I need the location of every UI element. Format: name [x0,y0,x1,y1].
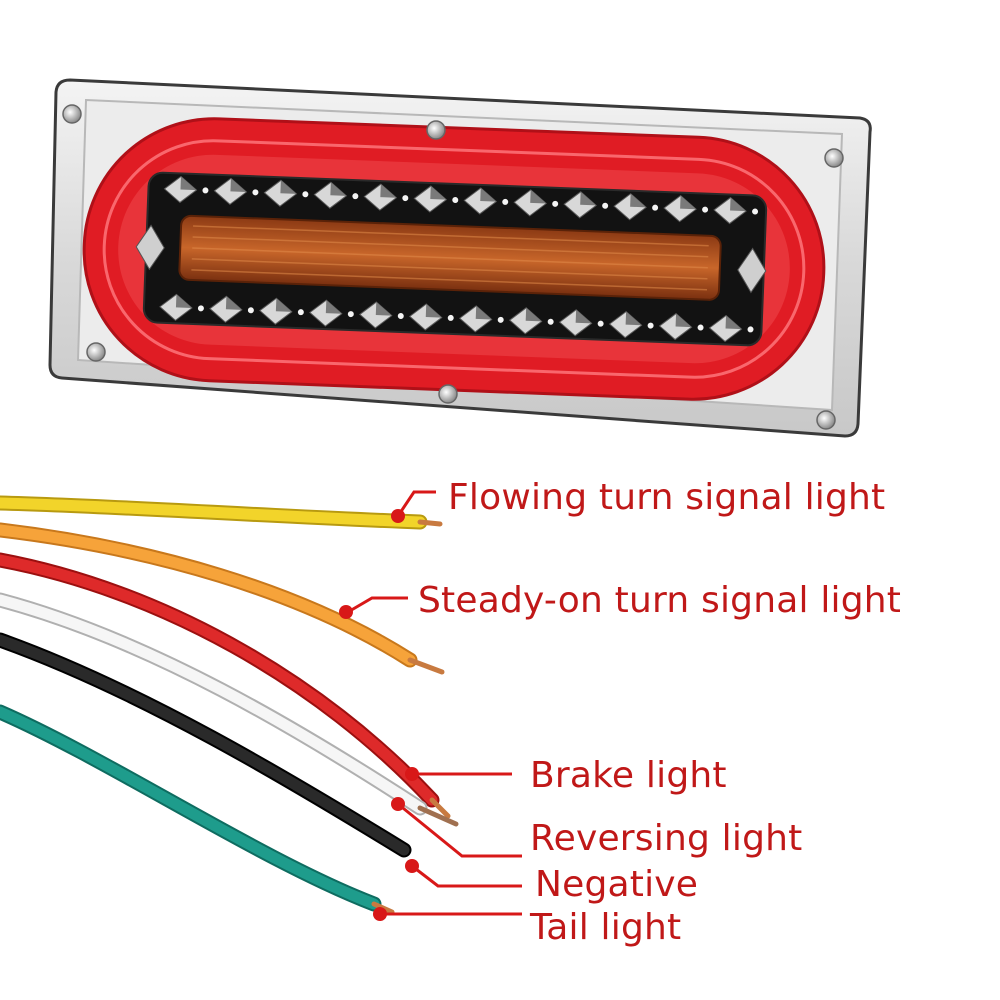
leader-dots [339,509,419,921]
screw-top-center [426,120,446,140]
led-dot [752,208,759,215]
led-dot [552,200,559,207]
wire-white-tip [417,805,459,827]
led-dot [347,311,354,318]
led-dot [397,312,404,319]
led-dot [447,314,454,321]
dot-tail [373,907,387,921]
led-dot [452,197,459,204]
wire-yellow-tip [417,519,443,527]
leader-flowing [396,490,436,517]
screw-bottom-left [86,342,106,362]
led-dot [497,316,504,323]
dot-brake [405,767,419,781]
label-flowing-turn-signal: Flowing turn signal light [448,477,886,518]
led-dot [352,193,359,200]
led-dot [402,195,409,202]
label-tail-light: Tail light [530,907,682,948]
dot-flowing [391,509,405,523]
screw-bottom-center [438,384,458,404]
led-dot [697,324,704,331]
label-reversing-light: Reversing light [530,818,803,859]
led-dot [702,206,709,213]
leader-steady [347,596,408,614]
wire-orange [0,522,418,668]
led-dot [647,322,654,329]
reflector-diamond [737,247,767,294]
leader-lines [347,490,522,916]
led-dot [247,307,254,314]
leader-negative [411,864,522,888]
label-steady-on-turn-signal: Steady-on turn signal light [418,580,902,621]
wire-orange-tip [407,657,445,675]
led-dot [547,318,554,325]
wire-red-tip [429,797,451,819]
screw-top-right [824,148,844,168]
dot-negative [405,859,419,873]
led-dot [202,187,209,194]
led-dot [252,189,259,196]
red-ring-highlight [102,139,806,379]
dot-reversing [391,797,405,811]
reflector-diamonds [135,175,767,343]
led-dot [602,202,609,209]
led-dot [597,320,604,327]
led-dot [297,309,304,316]
screw-bottom-right [816,410,836,430]
leader-reversing [397,802,522,858]
reflector-diamond [135,224,165,271]
led-dot [747,326,754,333]
led-dot [502,198,509,205]
wire-bundle [0,495,459,915]
amber-bar-stripes [191,225,709,291]
led-dot [302,191,309,198]
screw-top-left [62,104,82,124]
led-dot [652,204,659,211]
tail-light-lamp [48,78,872,438]
label-negative: Negative [535,864,699,905]
led-dot [197,305,204,312]
label-brake-light: Brake light [530,755,727,796]
dot-steady [339,605,353,619]
